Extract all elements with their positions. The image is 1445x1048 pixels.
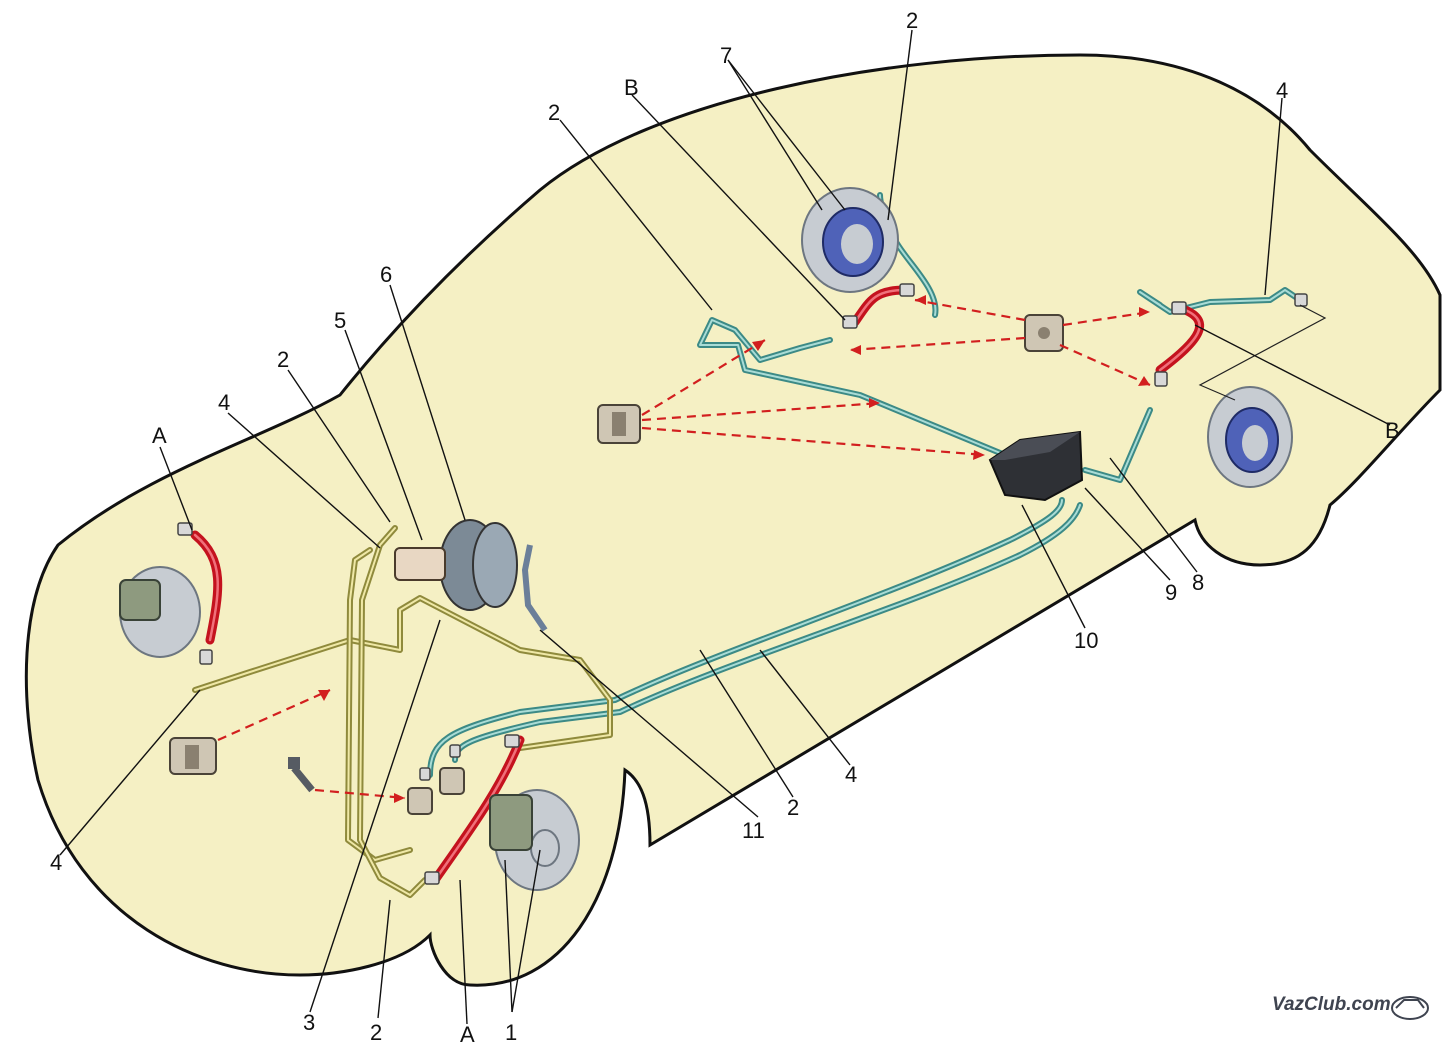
arrow-heads xyxy=(318,295,1150,803)
callout-A-front-left: A xyxy=(152,423,167,448)
callout-4-rear: 4 xyxy=(1276,78,1288,103)
callout-3: 3 xyxy=(303,1010,315,1035)
callout-10: 10 xyxy=(1074,628,1098,653)
pressure-regulator xyxy=(988,430,1084,502)
clip-icon-junction-2 xyxy=(439,767,465,795)
rear-left-brake xyxy=(801,187,899,293)
leader-lines xyxy=(59,29,1391,1025)
callout-6: 6 xyxy=(380,262,392,287)
clip-icon-front xyxy=(169,737,217,775)
clip-arrows xyxy=(217,298,1151,800)
flexible-hoses xyxy=(190,285,1205,885)
callout-4-lower-front: 4 xyxy=(50,850,62,875)
callout-7: 7 xyxy=(720,43,732,68)
brake-fluid-reservoir xyxy=(394,547,446,581)
watermark-text: VazClub.com xyxy=(1272,994,1391,1015)
front-right-brake xyxy=(489,789,580,891)
callout-11: 11 xyxy=(742,818,765,843)
callout-2-rear-right: 2 xyxy=(906,8,918,33)
callout-A-bottom: A xyxy=(460,1022,475,1047)
callout-5: 5 xyxy=(334,308,346,333)
callout-B-rear: B xyxy=(1385,418,1400,443)
callout-2-upper: 2 xyxy=(548,100,560,125)
front-circuit-pipes xyxy=(192,525,613,898)
callout-2-front: 2 xyxy=(277,347,289,372)
car-body-outline xyxy=(24,53,1442,987)
rear-circuit-pipes xyxy=(427,192,1303,778)
callout-8: 8 xyxy=(1192,570,1204,595)
clip-icon-rear xyxy=(1024,314,1064,352)
watermark: VazClub.com xyxy=(1272,994,1429,1020)
front-right-caliper xyxy=(489,794,533,851)
callout-labels: A 4 2 5 6 4 3 2 A 1 11 2 4 10 9 8 B 2 7 … xyxy=(50,8,1400,1047)
car-badge-icon xyxy=(1391,996,1429,1020)
front-left-brake xyxy=(119,566,201,658)
callout-2-center: 2 xyxy=(787,795,799,820)
callout-1: 1 xyxy=(505,1020,517,1045)
callout-2-bottom: 2 xyxy=(370,1020,382,1045)
callout-4-center: 4 xyxy=(845,762,857,787)
clip-icon-junction-1 xyxy=(407,787,433,815)
brake-pedal xyxy=(521,544,548,632)
rear-right-brake xyxy=(1207,386,1293,488)
clip-icon-center xyxy=(597,404,641,444)
callout-B-upper: B xyxy=(624,75,639,100)
callout-4-upper-front: 4 xyxy=(218,390,230,415)
rear-axle-line xyxy=(1198,304,1327,401)
callout-9: 9 xyxy=(1165,580,1177,605)
vacuum-booster xyxy=(439,519,518,611)
bolt-icon xyxy=(288,757,315,793)
front-left-caliper xyxy=(119,579,161,621)
